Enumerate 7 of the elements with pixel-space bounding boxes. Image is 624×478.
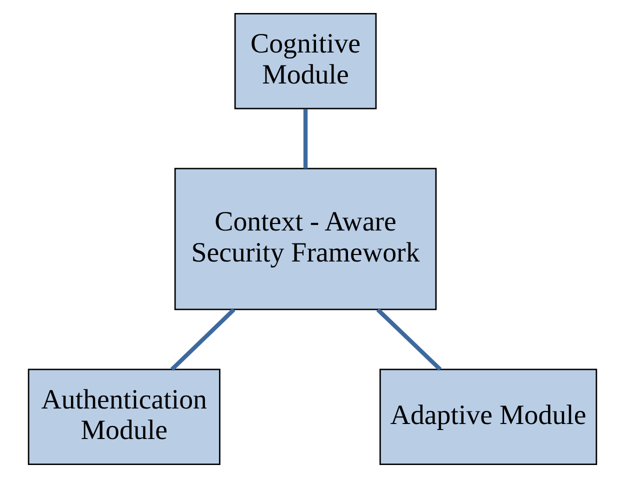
connector xyxy=(302,108,308,168)
connector xyxy=(376,308,442,371)
node-box: Authentication Module xyxy=(27,368,220,466)
node-box: Adaptive Module xyxy=(378,368,597,466)
connector xyxy=(170,308,235,371)
node-box: Cognitive Module xyxy=(234,12,376,110)
node-box: Context - Aware Security Framework xyxy=(174,168,436,310)
